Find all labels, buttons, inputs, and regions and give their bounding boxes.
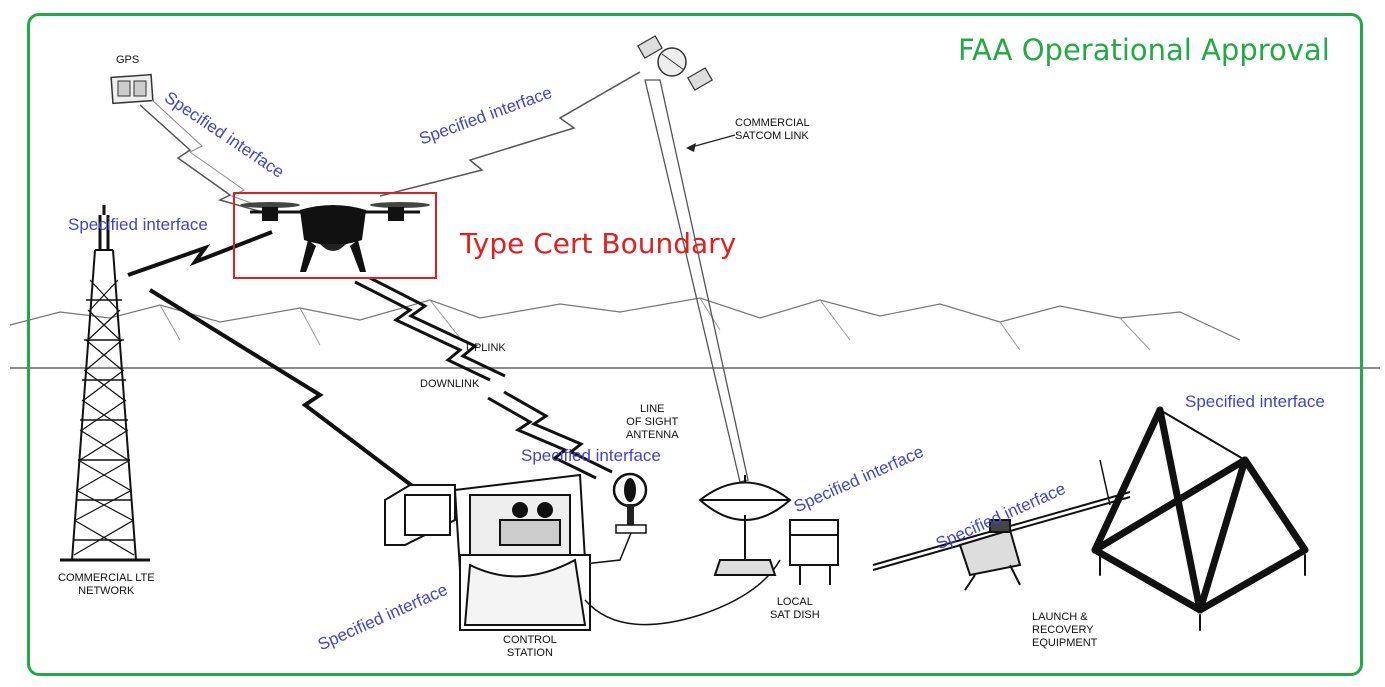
- satcom-label-line-2: SATCOM LINK: [735, 130, 809, 142]
- satellite-icon: [637, 35, 713, 91]
- los-label-line-1: LINE: [640, 403, 665, 415]
- gps-icon: [110, 73, 154, 105]
- launch-recovery-label: LAUNCH & RECOVERY EQUIPMENT: [1032, 611, 1097, 650]
- gps-link-2: [151, 99, 271, 211]
- lte-control-link: [148, 288, 417, 490]
- drone-icon: [240, 202, 430, 272]
- lte-label-line-1: COMMERCIAL LTE: [58, 572, 155, 584]
- downlink-line-2: [369, 276, 506, 378]
- type-cert-boundary: [233, 192, 437, 279]
- launch-label-line-3: EQUIPMENT: [1032, 637, 1098, 649]
- recovery-frame-icon: [1091, 406, 1309, 631]
- lte-tower-icon: [60, 205, 150, 562]
- lte-label-line-2: NETWORK: [78, 585, 135, 597]
- downlink-line: [354, 280, 491, 382]
- control-label-line-2: STATION: [506, 647, 553, 659]
- launch-label-line-1: LAUNCH &: [1032, 611, 1088, 623]
- downlink-label: DOWNLINK: [420, 378, 480, 390]
- interface-label-los: Specified interface: [521, 446, 661, 465]
- control-station-label: CONTROL STATION: [503, 634, 557, 660]
- gps-label: GPS: [116, 54, 140, 66]
- gps-link: [139, 104, 263, 213]
- dish-label-line-1: LOCAL: [776, 596, 813, 608]
- satcom-beam: [644, 79, 749, 483]
- satcom-label: COMMERCIAL SATCOM LINK: [735, 117, 810, 143]
- page-title: FAA Operational Approval: [958, 33, 1330, 67]
- control-label-line-1: CONTROL: [503, 634, 557, 646]
- satcom-pointer: [687, 134, 736, 149]
- los-label-line-2: OF SIGHT: [626, 416, 679, 428]
- los-antenna-icon: [612, 472, 648, 534]
- type-cert-label: Type Cert Boundary: [460, 227, 737, 260]
- launcher-icon: [872, 459, 1131, 591]
- interface-label-recovery: Specified interface: [1185, 392, 1325, 411]
- los-label-line-3: ANTENNA: [626, 429, 679, 441]
- uplink-line: [487, 396, 597, 480]
- sat-dish-label: LOCAL SAT DISH: [770, 596, 820, 622]
- dish-label-line-2: SAT DISH: [770, 609, 820, 621]
- control-cable: [584, 559, 781, 626]
- satcom-drone-link: [379, 71, 641, 197]
- operational-approval-boundary: [27, 13, 1363, 676]
- lte-label: COMMERCIAL LTE NETWORK: [58, 572, 155, 598]
- sat-dish-icon: [698, 475, 839, 585]
- launch-label-line-2: RECOVERY: [1032, 624, 1094, 636]
- uplink-label: UPLINK: [466, 342, 506, 354]
- satcom-label-line-1: COMMERCIAL: [735, 117, 810, 129]
- los-antenna-label: LINE OF SIGHT ANTENNA: [626, 403, 679, 442]
- control-station-icon: [384, 473, 591, 631]
- mountain-ridge-detail: [159, 297, 1151, 351]
- interface-label-lte: Specified interface: [68, 215, 208, 234]
- uplink-line-2: [503, 390, 613, 474]
